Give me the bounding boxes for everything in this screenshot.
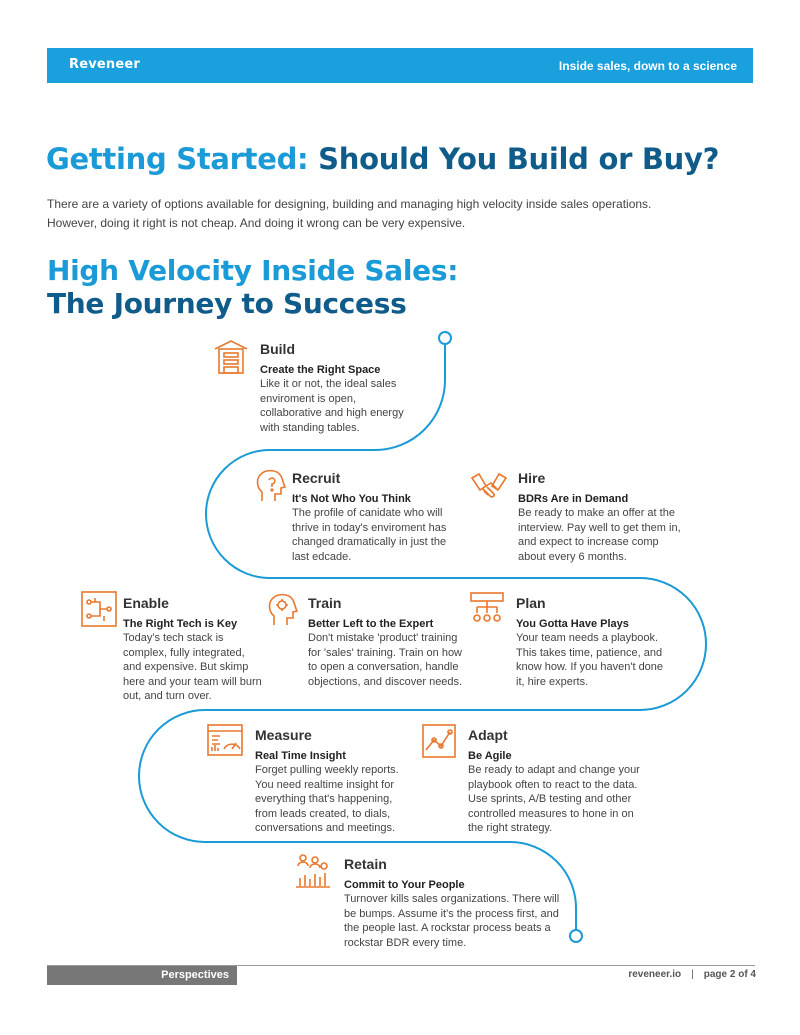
footer-section-label: Perspectives — [161, 969, 229, 981]
step-measure: Measure Real Time Insight Forget pulling… — [255, 727, 411, 836]
step-subtitle: The Right Tech is Key — [123, 618, 238, 630]
step-title: Adapt — [468, 727, 508, 743]
step-description: Like it or not, the ideal sales envirome… — [260, 378, 404, 434]
step-title: Train — [308, 595, 342, 611]
step-description: Be ready to make an offer at the intervi… — [518, 507, 681, 563]
step-recruit: Recruit It's Not Who You Think The profi… — [292, 470, 460, 564]
team-chart-icon — [296, 854, 330, 888]
building-icon — [214, 340, 248, 374]
footer-section-tab: Perspectives — [47, 966, 237, 985]
step-subtitle: BDRs Are in Demand — [518, 493, 629, 505]
step-title: Retain — [344, 856, 387, 872]
step-train: Train Better Left to the Expert Don't mi… — [308, 595, 464, 689]
step-title: Hire — [518, 470, 546, 486]
path-start-dot — [438, 331, 452, 345]
step-description: Don't mistake 'product' training for 'sa… — [308, 632, 463, 688]
brand-logo: Reveneer — [69, 57, 141, 72]
step-build: Build Create the Right Space Like it or … — [260, 341, 410, 435]
footer-separator: | — [691, 969, 694, 980]
line-graph-icon — [422, 724, 456, 758]
step-title: Build — [260, 341, 295, 357]
step-title: Plan — [516, 595, 546, 611]
step-plan: Plan You Gotta Have Plays Your team need… — [516, 595, 672, 689]
step-hire: Hire BDRs Are in Demand Be ready to make… — [518, 470, 686, 564]
step-retain: Retain Commit to Your People Turnover ki… — [344, 856, 562, 950]
journey-heading: High Velocity Inside Sales: The Journey … — [47, 254, 458, 320]
step-subtitle: You Gotta Have Plays — [516, 618, 629, 630]
journey-heading-line2: The Journey to Success — [47, 287, 407, 320]
page-title-part2: Should You Build or Buy? — [308, 142, 720, 176]
step-description: Turnover kills sales organizations. Ther… — [344, 893, 560, 949]
journey-heading-line1: High Velocity Inside Sales: — [47, 254, 459, 287]
step-description: Your team needs a playbook. This takes t… — [516, 632, 664, 688]
flowchart-icon — [470, 592, 504, 622]
step-subtitle: Better Left to the Expert — [308, 618, 434, 630]
step-subtitle: Real Time Insight — [255, 750, 346, 762]
step-subtitle: Create the Right Space — [260, 364, 381, 376]
step-description: The profile of canidate who will thrive … — [292, 507, 447, 563]
journey-path-line — [138, 344, 707, 930]
path-end-dot — [569, 929, 583, 943]
page-number: page 2 of 4 — [703, 969, 756, 980]
circuit-icon — [81, 591, 117, 627]
step-adapt: Adapt Be Agile Be ready to adapt and cha… — [468, 727, 643, 836]
dashboard-icon — [207, 724, 243, 756]
step-title: Enable — [123, 595, 169, 611]
step-description: Be ready to adapt and change your playbo… — [468, 764, 640, 834]
step-subtitle: Be Agile — [468, 750, 512, 762]
step-description: Today's tech stack is complex, fully int… — [123, 632, 262, 702]
header-bar: Reveneer Inside sales, down to a science — [47, 48, 753, 83]
brain-gear-icon — [268, 593, 299, 625]
footer-site-link[interactable]: reveneer.io — [628, 969, 682, 980]
header-tagline: Inside sales, down to a science — [558, 59, 737, 73]
step-subtitle: It's Not Who You Think — [292, 493, 411, 505]
footer-divider — [47, 965, 755, 966]
step-enable: Enable The Right Tech is Key Today's tec… — [123, 595, 263, 704]
page-title: Getting Started: Should You Build or Buy… — [46, 142, 719, 176]
step-title: Recruit — [292, 470, 341, 486]
handshake-icon — [470, 472, 508, 498]
footer-meta: reveneer.io | page 2 of 4 — [628, 969, 756, 980]
step-title: Measure — [255, 727, 312, 743]
step-subtitle: Commit to Your People — [344, 879, 465, 891]
intro-paragraph: There are a variety of options available… — [47, 197, 652, 230]
page-title-part1: Getting Started: — [46, 142, 309, 176]
head-profile-icon — [256, 469, 287, 501]
step-description: Forget pulling weekly reports. You need … — [255, 764, 399, 834]
